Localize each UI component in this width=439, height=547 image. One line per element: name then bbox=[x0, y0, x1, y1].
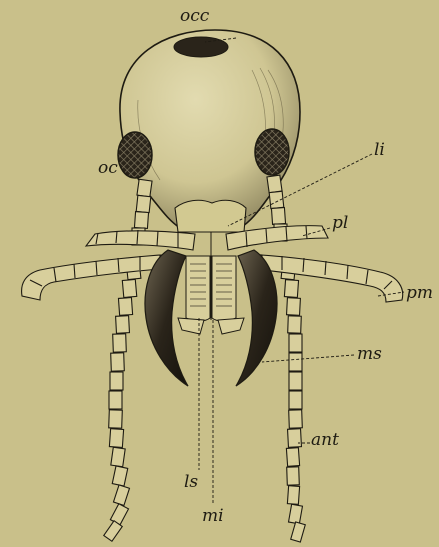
label-pl: pl bbox=[332, 215, 348, 232]
label-ant: ant bbox=[311, 432, 339, 449]
label-mi: mi bbox=[202, 508, 224, 525]
label-li: li bbox=[374, 142, 385, 159]
clypeus bbox=[175, 200, 246, 232]
label-oc: oc bbox=[98, 160, 118, 177]
label-pm: pm bbox=[406, 285, 433, 302]
compound-eye-left bbox=[118, 132, 152, 178]
label-occ: occ bbox=[180, 8, 209, 25]
compound-eye-right bbox=[255, 129, 289, 175]
label-ls: ls bbox=[184, 474, 198, 491]
label-ms: ms bbox=[357, 346, 382, 363]
labial-palp-left bbox=[86, 230, 195, 250]
